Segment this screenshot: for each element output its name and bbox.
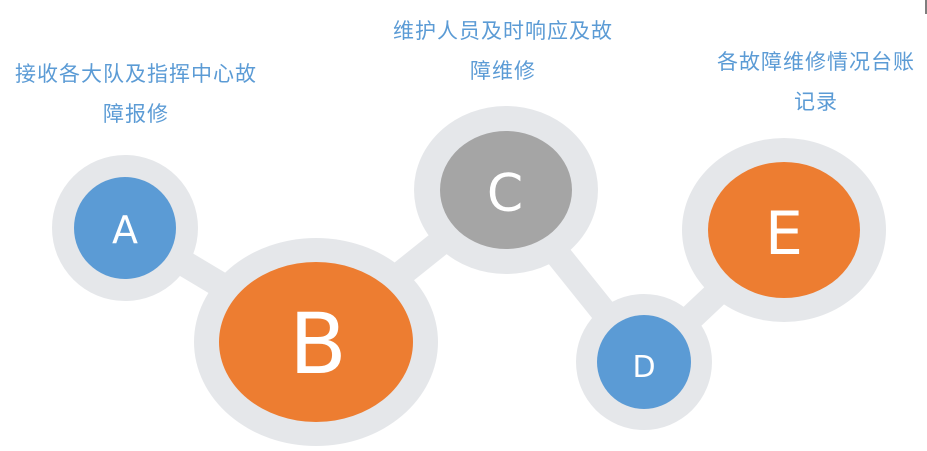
caption-c-line1: 维护人员及时响应及故 bbox=[393, 19, 613, 43]
node-b-circle bbox=[219, 262, 413, 422]
node-c: C bbox=[414, 106, 598, 274]
caption-a: 接收各大队及指挥中心故 障报修 bbox=[0, 54, 272, 134]
node-b-label: B bbox=[289, 295, 347, 393]
node-e-label: E bbox=[765, 199, 803, 269]
caption-e-line2: 记录 bbox=[794, 90, 838, 114]
node-d: D bbox=[576, 294, 712, 430]
caption-a-line1: 接收各大队及指挥中心故 bbox=[15, 62, 257, 86]
node-b: B bbox=[194, 238, 438, 446]
node-e: E bbox=[682, 138, 886, 322]
caption-c: 维护人员及时响应及故 障维修 bbox=[372, 11, 634, 91]
node-d-label: D bbox=[632, 350, 655, 385]
node-c-circle bbox=[440, 131, 572, 249]
node-c-label: C bbox=[487, 164, 523, 224]
node-d-circle bbox=[597, 315, 691, 409]
caption-e: 各故障维修情况台账 记录 bbox=[700, 42, 927, 122]
edge-marker bbox=[925, 0, 927, 14]
caption-e-line1: 各故障维修情况台账 bbox=[717, 50, 915, 74]
node-e-circle bbox=[708, 162, 860, 298]
caption-c-line2: 障维修 bbox=[470, 59, 536, 83]
node-a: A bbox=[52, 155, 198, 301]
caption-a-line2: 障报修 bbox=[103, 102, 169, 126]
node-a-circle bbox=[74, 177, 176, 279]
node-a-label: A bbox=[112, 208, 138, 252]
